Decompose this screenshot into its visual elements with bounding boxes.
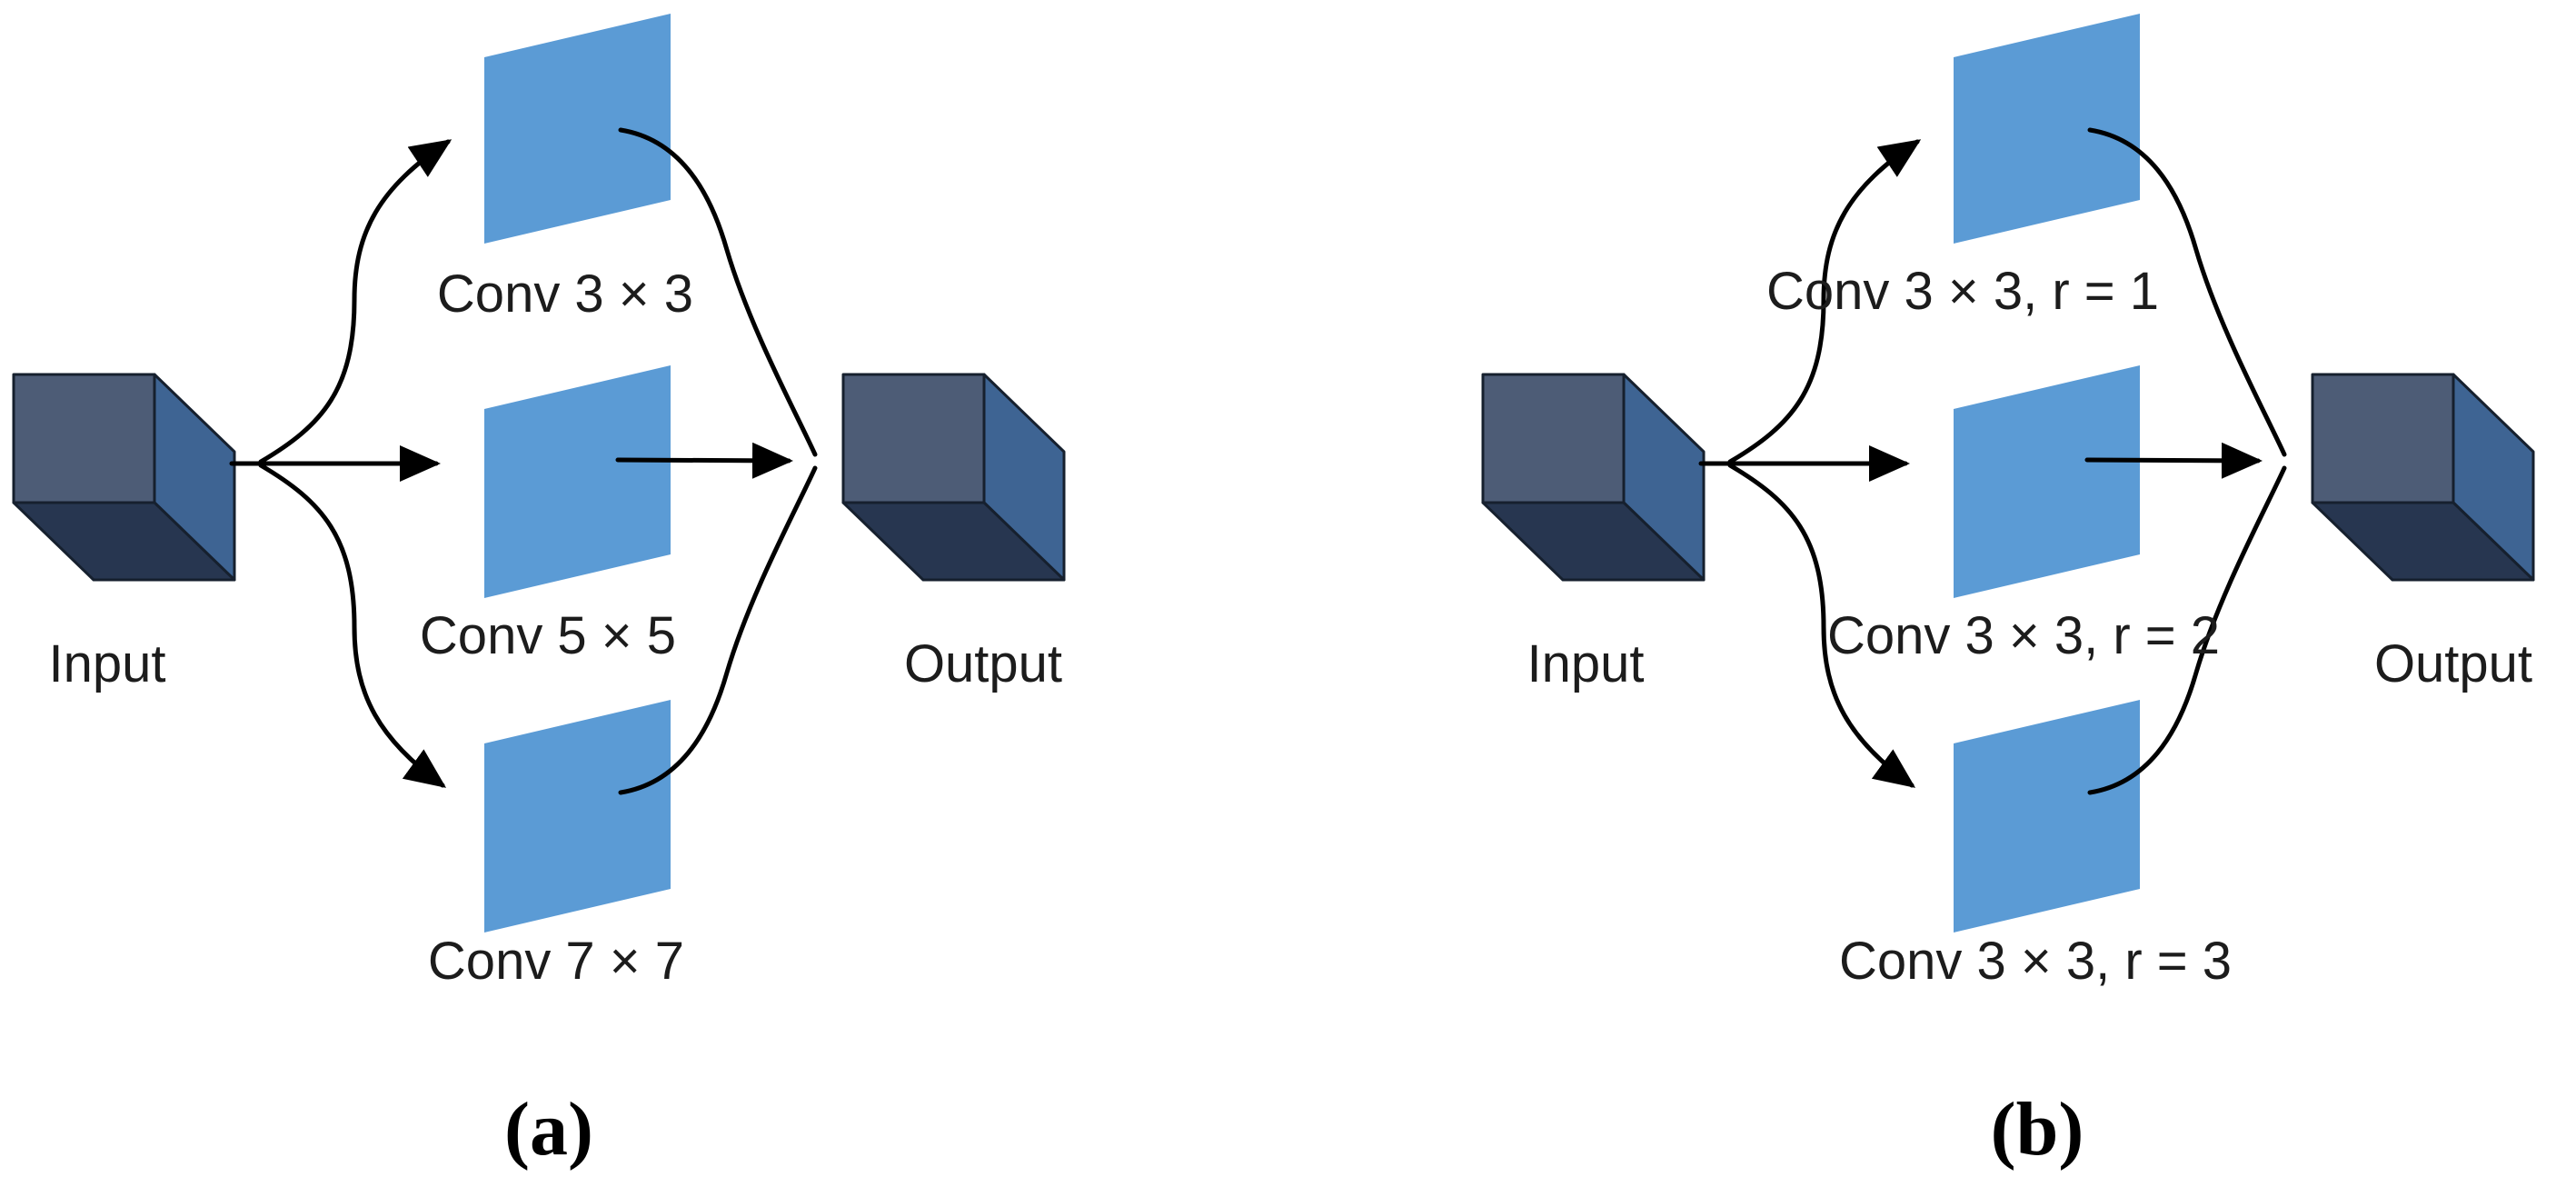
conv-label-3: Conv 7 × 7 [428, 932, 684, 991]
input-label: Input [1527, 634, 1645, 693]
arrow-middle-plane-to-output [615, 442, 793, 479]
output-label: Output [2374, 634, 2532, 693]
conv-plane-1 [1954, 14, 2140, 244]
panel-caption-a-text: (a) [504, 1087, 593, 1172]
arrow-input-to-top-plane [1727, 139, 1922, 464]
input-box-front-face [1481, 373, 1626, 504]
input-box-a [12, 373, 236, 582]
panel-caption-b-text: (b) [1991, 1087, 2084, 1172]
conv-label-2: Conv 3 × 3, r = 2 [1827, 606, 2220, 665]
arrows-a [229, 127, 818, 795]
labels-b: Conv 3 × 3, r = 1 Conv 3 × 3, r = 2 Conv… [1527, 262, 2533, 991]
input-box-bottom-face [1481, 501, 1706, 582]
conv-plane-2 [1954, 365, 2140, 598]
arrows-b [1698, 127, 2287, 795]
conv-label-1: Conv 3 × 3, r = 1 [1766, 262, 2159, 321]
input-box-b [1481, 373, 1706, 582]
arrow-input-to-bottom-plane [1727, 463, 1916, 788]
panel-a: Conv 3 × 3 Conv 5 × 5 Conv 7 × 7 Input O… [12, 14, 1066, 1172]
conv-plane-2 [484, 365, 671, 598]
output-box-b [2311, 373, 2535, 582]
output-box-front-face [841, 373, 986, 504]
conv-label-1: Conv 3 × 3 [437, 264, 693, 324]
conv-plane-3 [484, 700, 671, 933]
conv-plane-3 [1954, 700, 2140, 933]
input-box-bottom-face [12, 501, 236, 582]
arrow-input-to-bottom-plane [258, 463, 447, 788]
input-box-front-face [12, 373, 156, 504]
input-label: Input [49, 634, 166, 693]
arrow-input-to-top-plane [258, 139, 453, 464]
curve-top-plane-to-output [618, 127, 818, 457]
output-box-bottom-face [841, 501, 1066, 582]
conv-label-3: Conv 3 × 3, r = 3 [1839, 932, 2232, 991]
conv-plane-1 [484, 14, 671, 244]
output-box-front-face [2311, 373, 2455, 504]
labels-a: Conv 3 × 3 Conv 5 × 5 Conv 7 × 7 Input O… [49, 264, 1063, 991]
panel-b: Conv 3 × 3, r = 1 Conv 3 × 3, r = 2 Conv… [1481, 14, 2535, 1172]
output-box-a [841, 373, 1066, 582]
arrow-middle-plane-to-output [2084, 442, 2263, 479]
curve-top-plane-to-output [2087, 127, 2287, 457]
curve-bottom-plane-to-output [618, 465, 818, 795]
curve-bottom-plane-to-output [2087, 465, 2287, 795]
output-box-bottom-face [2311, 501, 2535, 582]
output-label: Output [904, 634, 1062, 693]
conv-label-2: Conv 5 × 5 [420, 606, 676, 665]
